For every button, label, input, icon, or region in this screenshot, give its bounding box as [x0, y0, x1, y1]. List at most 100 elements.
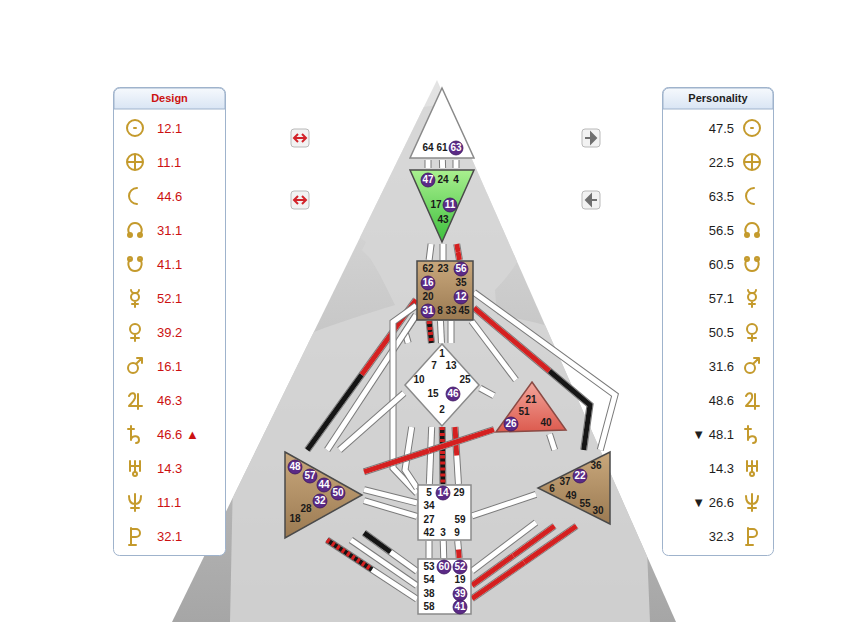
channel-body	[340, 393, 404, 450]
channel-body	[307, 300, 416, 450]
channel-hatch	[440, 427, 446, 484]
center-shape	[285, 452, 362, 538]
channel-body	[429, 427, 431, 484]
gate-number: 52	[454, 562, 465, 572]
activation-dot	[421, 173, 435, 187]
planet-value: 31.1	[157, 224, 182, 237]
channel-line	[455, 427, 458, 484]
gate-number: 63	[450, 143, 461, 153]
channel-body	[429, 321, 431, 343]
planet-glyph	[127, 154, 143, 170]
planet-value: 39.2	[157, 326, 182, 339]
channel-body	[327, 540, 417, 599]
gate-number: 45	[458, 306, 469, 316]
channel-activation	[472, 526, 576, 599]
arrow-icon	[291, 129, 309, 147]
activation-dot	[446, 387, 460, 401]
gate-number: 7	[431, 361, 437, 371]
channel-line	[327, 315, 416, 450]
planet-value: 12.1	[157, 122, 182, 135]
activation-dot	[288, 460, 302, 474]
gate-number: 53	[423, 562, 434, 572]
arrow-icon	[582, 191, 600, 209]
gate-number: 19	[454, 575, 465, 585]
channel-body	[457, 244, 460, 260]
activation-dot	[421, 276, 435, 290]
gate-number: 18	[289, 514, 300, 524]
channel-line	[472, 321, 516, 380]
channel-line	[456, 160, 457, 168]
center-shape	[418, 559, 471, 614]
channel-activation	[457, 244, 460, 260]
channel-outline	[455, 427, 458, 484]
planet-value: 46.3	[157, 394, 182, 407]
gate-number: 35	[455, 278, 466, 288]
gate-number: 14	[437, 488, 448, 498]
channel-hatch	[429, 321, 431, 343]
gate-number: 23	[437, 264, 448, 274]
body-silhouette	[230, 105, 650, 622]
center-shape	[410, 170, 474, 242]
gate-number: 38	[423, 589, 434, 599]
channel-body	[440, 427, 446, 484]
center-shape	[418, 485, 471, 540]
channel-outline	[327, 315, 416, 450]
personality-panel: Personality47.522.563.556.560.557.150.53…	[662, 87, 774, 556]
gate-number: 60	[438, 562, 449, 572]
panel-heading: Design	[151, 93, 188, 104]
channel-outline	[472, 526, 576, 599]
ajna-center: 47244171143	[410, 168, 474, 244]
planet-value: ▼ 48.1	[692, 428, 734, 441]
activation-dot	[453, 587, 467, 601]
planet-value: 11.1	[157, 156, 181, 169]
gate-number: 54	[423, 575, 434, 585]
aura-triangle	[172, 80, 676, 622]
gate-number: 49	[565, 491, 576, 501]
activation-dot	[317, 478, 331, 492]
channel-line	[364, 501, 417, 517]
center-shape	[417, 261, 473, 320]
channel-line	[443, 541, 445, 558]
planet-value: 11.1	[157, 496, 181, 509]
channel-outline	[472, 321, 516, 380]
panel-frame	[663, 88, 774, 556]
channel-line	[472, 526, 554, 585]
planet-value: 56.5	[709, 224, 734, 237]
channel-line	[428, 160, 429, 168]
channel-body	[426, 160, 431, 168]
planet-glyph	[745, 426, 756, 443]
gate-number: 30	[592, 506, 603, 516]
planet-value: 47.5	[709, 122, 734, 135]
gate-number: 20	[422, 292, 433, 302]
center-shape	[538, 452, 610, 524]
channel-activation	[458, 541, 460, 558]
planet-value: 63.5	[709, 190, 734, 203]
channel-line	[457, 244, 460, 260]
panel-heading: Personality	[688, 93, 747, 104]
planet-glyph	[746, 494, 758, 511]
gate-number: 2	[439, 405, 445, 415]
root-center: 536052541938395841	[417, 558, 472, 615]
channel-outline	[458, 541, 460, 558]
channel-activation	[472, 526, 554, 585]
planet-glyph	[745, 223, 759, 237]
panel-header	[663, 88, 773, 109]
channel-body	[472, 321, 516, 380]
channel-body	[364, 501, 417, 517]
gate-number: 8	[437, 306, 443, 316]
gate-number: 41	[454, 602, 465, 612]
gate-number: 1	[439, 349, 445, 359]
gate-number: 17	[430, 200, 441, 210]
channel-body	[480, 388, 494, 396]
gate-number: 11	[445, 200, 456, 210]
activation-dot	[436, 486, 450, 500]
channel-activation	[307, 300, 416, 450]
channel-outline	[429, 427, 431, 484]
channel-body	[449, 321, 454, 343]
center-shape	[496, 382, 566, 432]
activation-dot	[303, 469, 317, 483]
channel-activation	[472, 526, 576, 599]
planet-value: 44.6	[157, 190, 182, 203]
channel-line	[364, 430, 494, 472]
